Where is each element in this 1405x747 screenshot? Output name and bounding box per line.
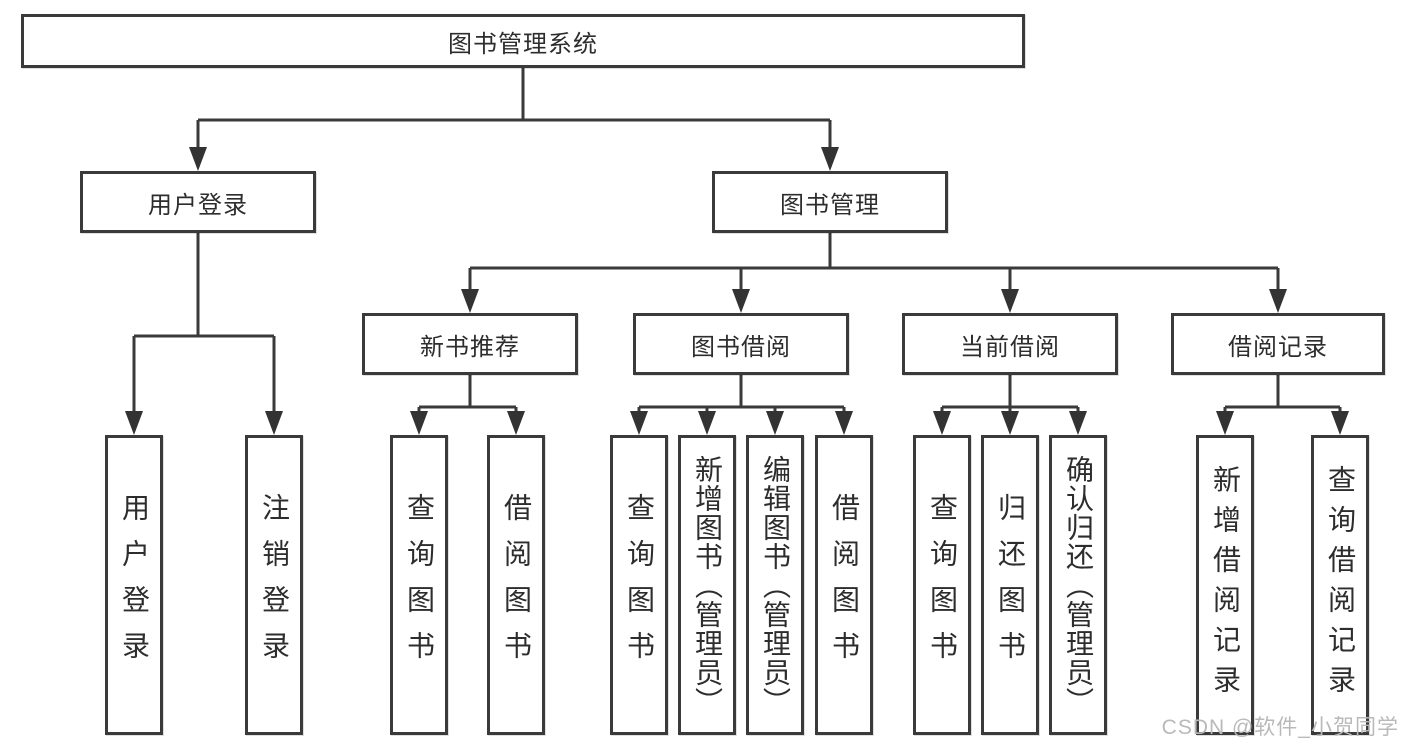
arrow-down-icon <box>821 147 839 171</box>
connector-borrow-records-to-leaves <box>1216 375 1349 435</box>
arrow-down-icon <box>698 411 716 435</box>
arrow-down-icon <box>732 289 750 313</box>
arrow-down-icon <box>1069 411 1087 435</box>
arrow-down-icon <box>265 411 283 435</box>
node-leaf-query-books-1: 查询图书 <box>390 435 448 735</box>
arrow-down-icon <box>507 411 525 435</box>
node-user-login-branch: 用户登录 <box>80 171 316 233</box>
arrow-down-icon <box>766 411 784 435</box>
arrow-down-icon <box>630 411 648 435</box>
csdn-watermark: CSDN @软件_小贺同学 <box>1161 716 1399 739</box>
node-leaf-confirm-return-admin: 确认归还（管理员） <box>1049 435 1107 735</box>
arrow-down-icon <box>933 411 951 435</box>
node-leaf-logout: 注销登录 <box>245 435 303 735</box>
arrow-down-icon <box>1331 411 1349 435</box>
node-new-book-recommend: 新书推荐 <box>362 313 578 375</box>
node-leaf-query-books-2: 查询图书 <box>610 435 668 735</box>
node-current-borrowing: 当前借阅 <box>902 313 1118 375</box>
arrow-down-icon <box>1216 411 1234 435</box>
node-leaf-borrow-books-2: 借阅图书 <box>815 435 873 735</box>
arrow-down-icon <box>1001 411 1019 435</box>
connector-current-borrow-to-leaves <box>933 375 1087 435</box>
node-borrowing-records: 借阅记录 <box>1171 313 1385 375</box>
connector-new-book-rec-to-leaves <box>410 375 525 435</box>
node-book-mgmt-branch: 图书管理 <box>712 171 948 233</box>
node-leaf-add-borrow-record: 新增借阅记录 <box>1196 435 1254 735</box>
arrow-down-icon <box>461 289 479 313</box>
connector-book-borrow-to-leaves <box>630 375 853 435</box>
connector-book-mgmt-to-level3 <box>461 233 1287 313</box>
node-leaf-query-books-3: 查询图书 <box>913 435 971 735</box>
node-leaf-user-login: 用户登录 <box>105 435 163 735</box>
arrow-down-icon <box>125 411 143 435</box>
node-leaf-edit-books-admin: 编辑图书（管理员） <box>746 435 804 735</box>
node-leaf-query-borrow-record: 查询借阅记录 <box>1311 435 1369 735</box>
node-leaf-return-books: 归还图书 <box>981 435 1039 735</box>
node-root-title: 图书管理系统 <box>21 14 1025 68</box>
connector-user-login-to-leaves <box>125 233 283 435</box>
connector-root-to-level2 <box>189 68 839 171</box>
node-book-borrowing: 图书借阅 <box>633 313 849 375</box>
arrow-down-icon <box>410 411 428 435</box>
arrow-down-icon <box>1269 289 1287 313</box>
arrow-down-icon <box>835 411 853 435</box>
arrow-down-icon <box>189 147 207 171</box>
node-leaf-borrow-books-1: 借阅图书 <box>487 435 545 735</box>
arrow-down-icon <box>1001 289 1019 313</box>
node-leaf-add-books-admin: 新增图书（管理员） <box>678 435 736 735</box>
